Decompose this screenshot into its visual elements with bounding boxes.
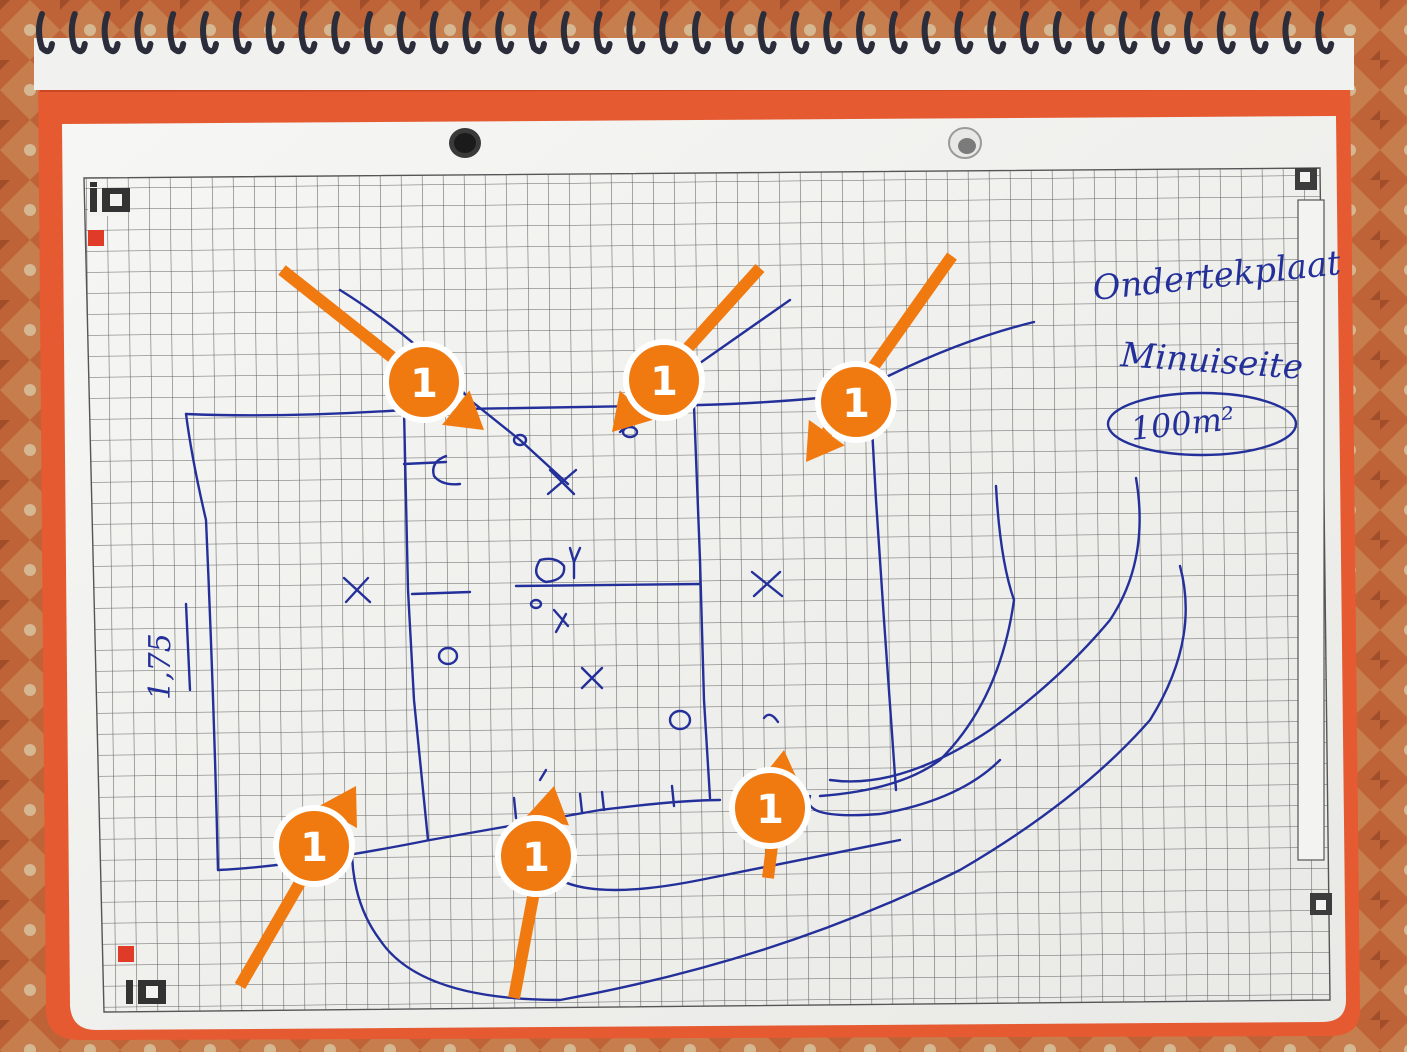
punch-hole-icon [449, 127, 982, 159]
spiral-coil [167, 11, 187, 55]
spiral-coil [954, 11, 974, 55]
annotation-arrow-head [442, 390, 484, 430]
spiral-coil [1020, 11, 1039, 55]
dimension-note: 1,75 [143, 633, 178, 700]
annotation-badge [729, 767, 811, 849]
spiral-coil [626, 11, 646, 55]
spiral-coil [856, 11, 875, 55]
spiral-coil [134, 11, 154, 55]
annotation-badge [815, 361, 897, 443]
spiral-coil [757, 11, 777, 55]
annotation-badge [623, 339, 705, 421]
spiral-coil [495, 11, 515, 55]
annotation-layer: 1 1 1 1 1 1 [234, 252, 957, 1000]
spiral-coil [200, 11, 219, 55]
annotation-arrow-head [612, 390, 653, 432]
spiral-coil [331, 11, 351, 55]
spiral-coil [790, 11, 810, 55]
spiral-coil [1282, 11, 1302, 55]
annotation-badge [495, 815, 577, 897]
spiral-binding-icon [36, 11, 1335, 55]
spiral-coil [396, 11, 416, 55]
annotation-badge [383, 341, 465, 423]
spiral-coil [921, 11, 941, 55]
annotation-badge-label: 1 [756, 787, 784, 833]
spiral-coil [1118, 11, 1138, 55]
spiral-coil [593, 11, 613, 55]
spiral-coil [298, 11, 318, 55]
spiral-coil [1151, 11, 1171, 55]
spiral-coil [462, 11, 482, 55]
spiral-coil [101, 11, 121, 55]
spiral-coil [68, 11, 88, 55]
spiral-coil [1216, 11, 1236, 55]
spiral-coil [1184, 11, 1203, 55]
annotation-arrow-head [318, 786, 357, 829]
spiral-coil [1085, 11, 1105, 55]
spiral-coil [692, 11, 711, 55]
spiral-coil [429, 11, 449, 55]
spiral-coil [888, 11, 908, 55]
spiral-coil [823, 11, 843, 55]
spiral-coil [265, 11, 285, 55]
annotation-badge-label: 1 [650, 359, 678, 405]
spiral-coil [724, 11, 744, 55]
annotation-badge-label: 1 [842, 381, 870, 427]
spiral-coil [232, 11, 252, 55]
spiral-coil [987, 11, 1007, 55]
annotation-badge-label: 1 [522, 835, 550, 881]
annotation-badge [273, 805, 355, 887]
spiral-coil [560, 11, 580, 55]
spiral-coil [1249, 11, 1269, 55]
spiral-coil [528, 11, 547, 55]
spiral-coil [1052, 11, 1072, 55]
annotation-badge-label: 1 [410, 361, 438, 407]
spiral-coil [1315, 11, 1335, 55]
corner-logo-icon [88, 168, 1332, 1004]
spiral-coil [364, 11, 383, 55]
spiral-coil [659, 11, 679, 55]
annotation-badge-label: 1 [300, 825, 328, 871]
spiral-coil [36, 11, 55, 55]
annotation-arrow-head [806, 419, 845, 462]
